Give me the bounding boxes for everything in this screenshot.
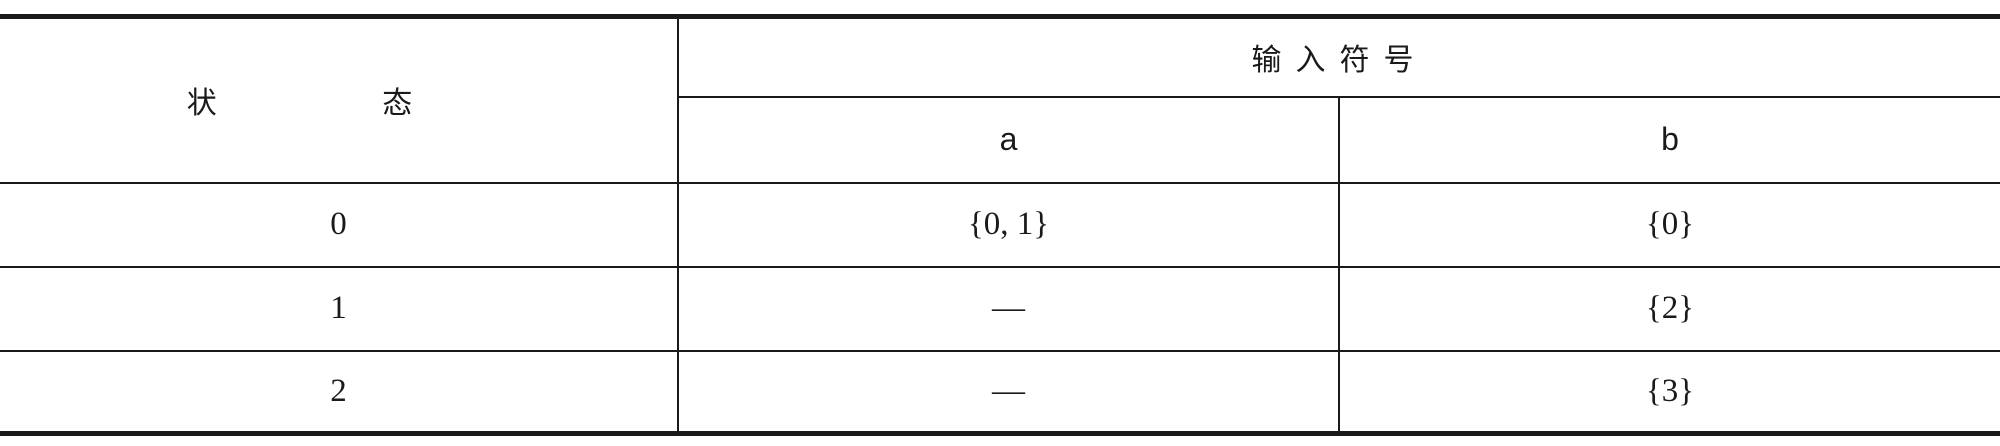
transition-a-cell: —	[677, 349, 1340, 434]
state-cell: 0	[0, 181, 679, 268]
table-row: 1 — {2}	[0, 265, 2000, 352]
column-header-a: a	[678, 95, 1340, 184]
state-cell: 2	[0, 349, 679, 434]
state-header: 状 态	[0, 16, 679, 184]
transition-b-cell: {0}	[1338, 181, 2000, 268]
transition-a-cell: {0, 1}	[677, 181, 1340, 268]
state-transition-table: 状 态 输入符号 a b 0 {0, 1} {0} 1 — {2} 2 —	[0, 14, 2000, 436]
header-row-1: 状 态 输入符号	[0, 16, 2000, 184]
transition-a-cell: —	[677, 265, 1340, 352]
table-body: 0 {0, 1} {0} 1 — {2} 2 — {3}	[0, 181, 2000, 434]
table-row: 0 {0, 1} {0}	[0, 181, 2000, 268]
column-header-b: b	[1338, 95, 2000, 184]
state-cell: 1	[0, 265, 679, 352]
transition-b-cell: {2}	[1338, 265, 2000, 352]
transition-b-cell: {3}	[1338, 349, 2000, 434]
header-row-2: a b	[0, 95, 2000, 184]
table-header: 状 态 输入符号 a b	[0, 16, 2000, 184]
input-symbol-header: 输入符号	[677, 16, 2000, 98]
table-row: 2 — {3}	[0, 349, 2000, 434]
